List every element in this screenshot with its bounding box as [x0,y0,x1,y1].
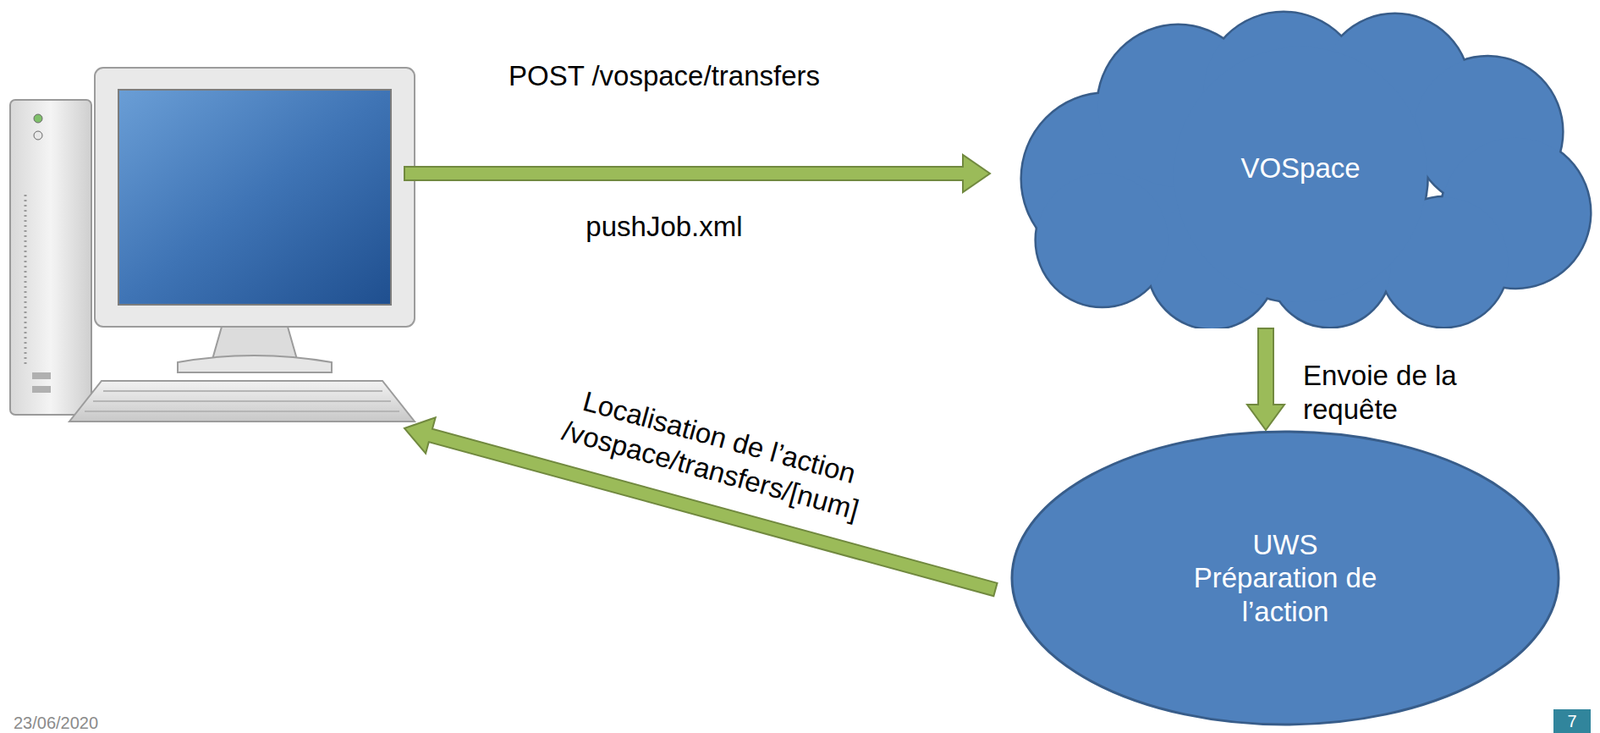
service-ellipse: UWSPréparation de l’action [1010,429,1561,726]
node-body: Préparation de l’action [1170,560,1402,628]
computer-monitor [94,67,415,373]
payload-label: pushJob.xml [507,209,821,244]
edge-label: Envoie de la requête [1303,358,1515,426]
page-number: 7 [1553,710,1591,732]
request-label: POST /vospace/transfers [473,59,855,94]
date-label: 23/06/2020 [13,712,183,733]
page-number-box [1553,709,1591,733]
computer-tower [10,99,92,415]
node-title: VOSpace [1240,151,1360,186]
node-title: UWS [1253,527,1319,562]
cloud-service: VOSpace [1005,8,1596,329]
node-content: UWSPréparation de l’action [1010,429,1561,726]
computer-keyboard [69,380,415,422]
request-arrow [404,154,990,193]
node-content: VOSpace [1005,8,1596,329]
block-arrow [1247,328,1285,430]
